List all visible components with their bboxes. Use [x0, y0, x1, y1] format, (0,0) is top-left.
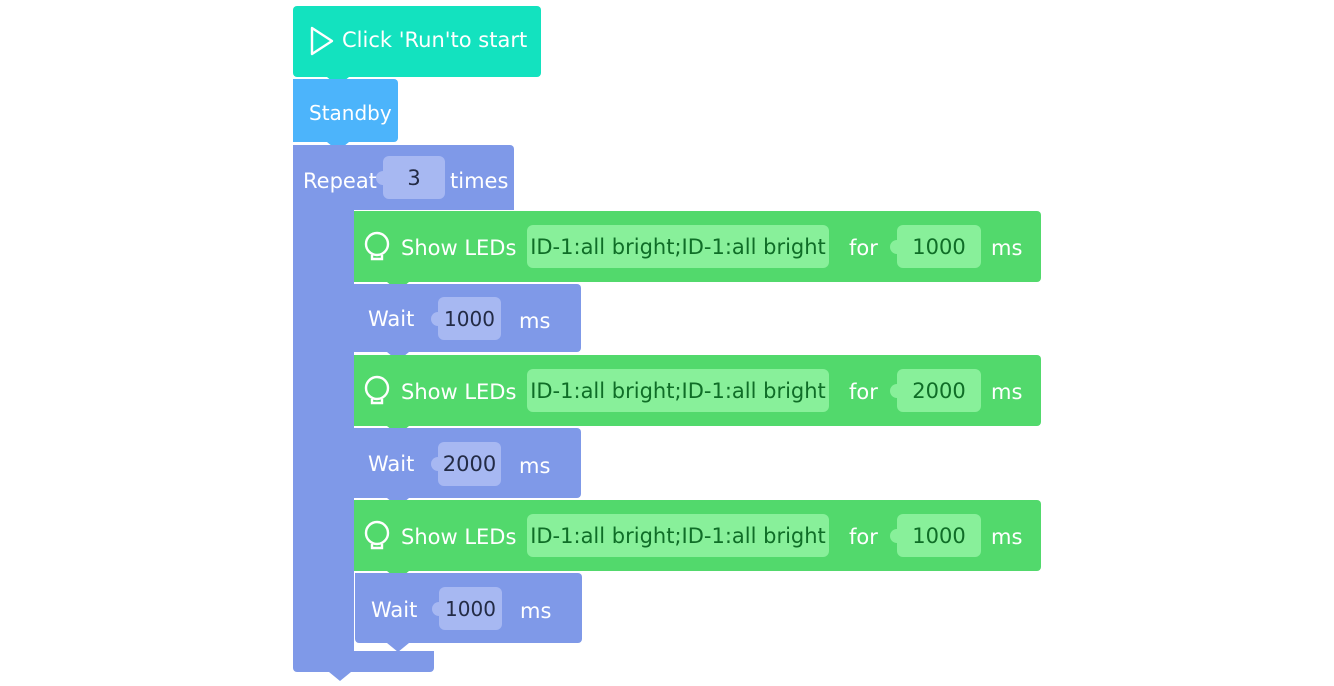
wait-duration-input[interactable]: 2000: [431, 442, 501, 486]
duration-input[interactable]: 1000: [890, 225, 981, 268]
duration-input[interactable]: 1000: [890, 514, 981, 557]
repeat-block[interactable]: Repeat 3 times: [293, 145, 514, 210]
wait-duration-nub: [431, 311, 445, 326]
lightbulb-icon: [364, 231, 390, 261]
wait-duration-value: 2000: [442, 452, 497, 476]
start-block[interactable]: Click 'Run'to start: [293, 6, 541, 77]
block-connector: [387, 643, 409, 652]
led-pattern-value: ID-1:all bright;ID-1:all bright: [530, 234, 826, 259]
start-label: Click 'Run'to start: [342, 28, 528, 52]
wait-unit-label: ms: [519, 454, 551, 478]
duration-value: 2000: [912, 378, 966, 403]
for-label: for: [849, 380, 878, 404]
lightbulb-icon: [364, 375, 390, 405]
wait-duration-input[interactable]: 1000: [431, 297, 501, 340]
wait-unit-label: ms: [520, 599, 552, 623]
wait-block[interactable]: Wait 1000 ms: [354, 284, 581, 352]
for-label: for: [849, 525, 878, 549]
wait-duration-value: 1000: [445, 596, 496, 621]
wait-unit-label: ms: [519, 309, 551, 333]
unit-label: ms: [991, 236, 1023, 260]
standby-label: Standby: [309, 101, 392, 125]
repeat-arm: [293, 208, 354, 653]
led-pattern-field[interactable]: ID-1:all bright;ID-1:all bright: [527, 225, 829, 268]
wait-label: Wait: [368, 307, 415, 331]
led-pattern-value: ID-1:all bright;ID-1:all bright: [530, 378, 826, 403]
duration-input[interactable]: 2000: [890, 369, 981, 412]
show-leds-label: Show LEDs: [401, 525, 517, 549]
play-icon: [310, 26, 334, 56]
unit-label: ms: [991, 380, 1023, 404]
duration-nub: [890, 528, 904, 543]
wait-label: Wait: [368, 452, 415, 476]
wait-block[interactable]: Wait 2000 ms: [354, 428, 581, 498]
repeat-footer: [293, 651, 434, 672]
repeat-connector: [329, 672, 351, 681]
wait-label: Wait: [371, 598, 418, 622]
wait-duration-input[interactable]: 1000: [432, 587, 502, 630]
show-leds-block[interactable]: Show LEDs ID-1:all bright;ID-1:all brigh…: [354, 500, 1041, 571]
duration-value: 1000: [912, 523, 966, 548]
duration-value: 1000: [912, 234, 966, 259]
wait-duration-nub: [431, 457, 445, 471]
show-leds-label: Show LEDs: [401, 236, 517, 260]
lightbulb-icon: [364, 520, 390, 550]
standby-block[interactable]: Standby: [293, 79, 398, 142]
led-pattern-value: ID-1:all bright;ID-1:all bright: [530, 523, 826, 548]
repeat-count-input[interactable]: 3: [376, 156, 445, 199]
duration-nub: [890, 239, 904, 254]
for-label: for: [849, 236, 878, 260]
wait-block[interactable]: Wait 1000 ms: [355, 573, 582, 643]
show-leds-block[interactable]: Show LEDs ID-1:all bright;ID-1:all brigh…: [354, 211, 1041, 282]
wait-duration-nub: [432, 601, 446, 616]
repeat-count-nub: [376, 170, 390, 185]
show-leds-block[interactable]: Show LEDs ID-1:all bright;ID-1:all brigh…: [354, 355, 1041, 426]
show-leds-label: Show LEDs: [401, 380, 517, 404]
led-pattern-field[interactable]: ID-1:all bright;ID-1:all bright: [527, 369, 829, 412]
wait-duration-value: 1000: [444, 306, 495, 331]
repeat-count-value: 3: [407, 165, 421, 190]
repeat-label: Repeat: [303, 169, 377, 193]
repeat-suffix: times: [450, 169, 509, 193]
unit-label: ms: [991, 525, 1023, 549]
duration-nub: [890, 383, 904, 398]
led-pattern-field[interactable]: ID-1:all bright;ID-1:all bright: [527, 514, 829, 557]
